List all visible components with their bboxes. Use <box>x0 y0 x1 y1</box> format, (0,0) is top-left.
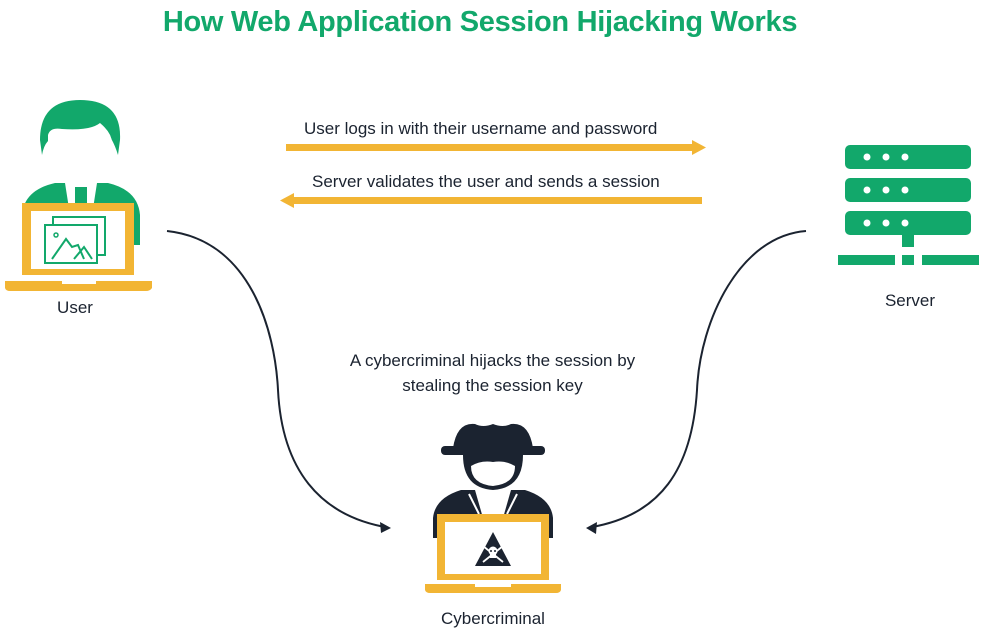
hacker-hat <box>453 423 533 448</box>
laptop-base <box>5 281 152 291</box>
hijack-note-line1: A cybercriminal hijacks the session by <box>349 351 636 370</box>
hijack-note: A cybercriminal hijacks the session by s… <box>320 348 665 398</box>
arrowhead-user-curve <box>380 522 391 533</box>
hacker-with-laptop-icon <box>425 423 561 593</box>
login-flow-label: User logs in with their username and pas… <box>304 119 658 138</box>
network-line-left <box>838 255 895 265</box>
server-label: Server <box>884 291 936 310</box>
session-flow-label: Server validates the user and sends a se… <box>312 172 660 191</box>
user-with-laptop-icon <box>5 100 152 291</box>
user-label: User <box>57 298 93 317</box>
hacker-face <box>471 461 515 486</box>
skull-crossbones <box>482 545 504 563</box>
network-line-right <box>922 255 979 265</box>
arrowhead-server-curve <box>586 522 597 534</box>
hacker-laptop-base <box>425 584 561 593</box>
curve-user-to-attacker <box>166 230 386 528</box>
diagram-title: How Web Application Session Hijacking Wo… <box>162 6 798 38</box>
hijack-note-line2: stealing the session key <box>402 376 583 395</box>
curve-server-to-attacker <box>591 230 807 528</box>
server-rack-icon <box>838 145 979 265</box>
user-hair <box>40 100 121 155</box>
arrow-user-to-server <box>286 140 706 155</box>
arrow-server-to-user <box>280 193 702 208</box>
cybercriminal-label: Cybercriminal <box>441 609 545 628</box>
user-face <box>48 123 112 177</box>
